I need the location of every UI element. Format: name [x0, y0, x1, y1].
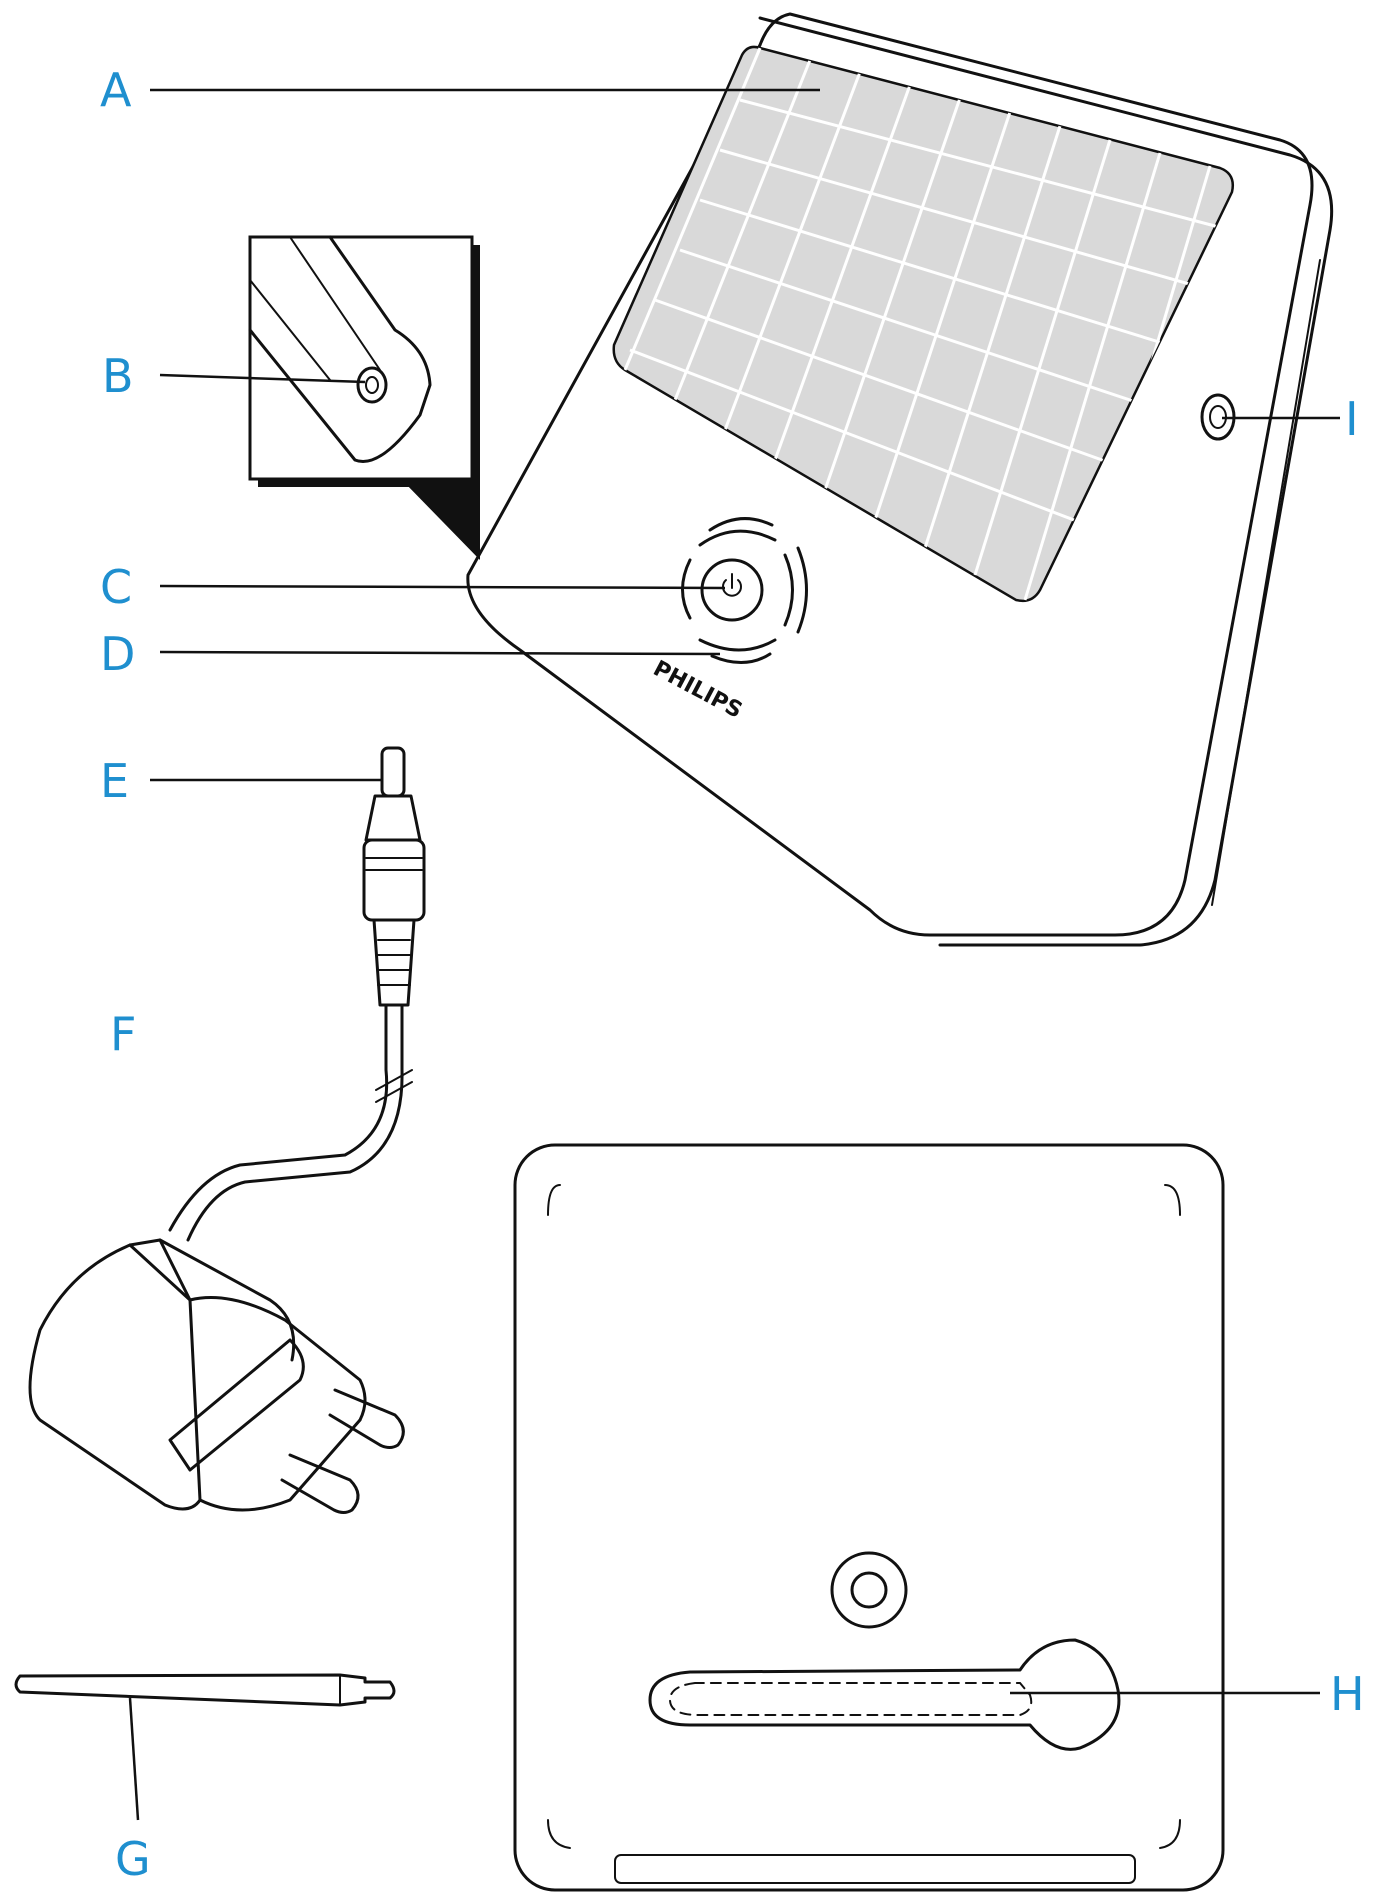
keyhole-slot — [648, 1638, 1121, 1751]
callout-i: I — [1345, 392, 1359, 446]
device-front-face — [466, 12, 1314, 937]
light-ring-segments — [681, 517, 808, 664]
dc-socket-inset — [248, 235, 480, 560]
brand-logo: PHILIPS — [649, 656, 746, 724]
solar-panel — [612, 45, 1234, 603]
leader-b — [159, 373, 366, 384]
leader-g — [128, 1697, 140, 1821]
callout-d: D — [100, 627, 135, 681]
leader-lines — [128, 88, 1340, 1821]
dc-plug-cable — [168, 746, 426, 1242]
callout-e: E — [100, 754, 129, 808]
leader-d — [159, 650, 721, 656]
power-button — [700, 558, 764, 622]
callout-c: C — [100, 560, 132, 614]
wall-mount-back — [513, 1143, 1225, 1892]
callout-f: F — [110, 1007, 136, 1061]
callout-a: A — [100, 63, 132, 117]
leader-c — [159, 584, 726, 590]
callout-b: B — [102, 349, 134, 403]
antenna-rod — [14, 1673, 396, 1707]
callout-h: H — [1330, 1667, 1365, 1721]
power-adapter — [28, 1238, 405, 1514]
callout-g: G — [115, 1832, 151, 1886]
solar-lamp-device: PHILIPS — [466, 12, 1334, 947]
